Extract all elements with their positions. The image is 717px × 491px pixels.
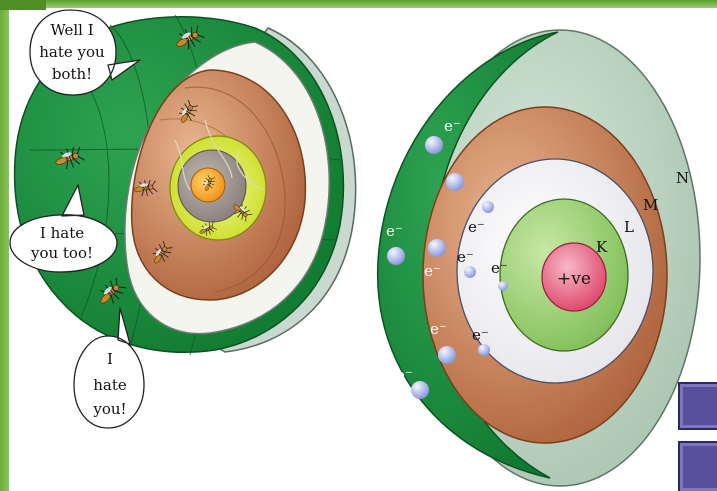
atom-diagram: [378, 30, 700, 486]
nav-button-lower[interactable]: [678, 441, 717, 491]
shell-label-m: M: [643, 196, 658, 214]
electron: [425, 136, 443, 154]
electron: [428, 239, 446, 257]
electron: [498, 281, 508, 291]
bubble-middle-line-1: I hate: [40, 224, 84, 242]
electron-label: e⁻: [472, 326, 489, 344]
bubble-top-line-1: Well I: [50, 21, 93, 39]
electron: [446, 173, 464, 191]
shell-label-l: L: [624, 218, 634, 236]
electron-label: e⁻: [424, 262, 441, 280]
electron-label: e⁻: [457, 248, 474, 266]
electron-label: e⁻: [386, 222, 403, 240]
electron: [411, 381, 429, 399]
electron-label: e⁻: [444, 117, 461, 135]
shell-label-k: K: [596, 238, 608, 256]
bubble-bottom-line-3: you!: [92, 400, 126, 418]
electron: [478, 344, 490, 356]
electron: [464, 266, 476, 278]
bubble-top-line-2: hate you: [39, 43, 105, 61]
bubble-bottom-line-2: hate: [93, 376, 127, 394]
bubble-bottom-line-1: I: [107, 350, 113, 368]
bubble-middle-line-2: you too!: [30, 244, 93, 262]
electron: [387, 247, 405, 265]
nucleus-label: +ve: [557, 269, 591, 289]
shell-label-n: N: [676, 169, 689, 187]
electron: [482, 201, 494, 213]
electron: [438, 346, 456, 364]
electron-label: e⁻: [430, 320, 447, 338]
nav-button-upper[interactable]: [678, 382, 717, 430]
electron-label: e⁻: [491, 259, 508, 277]
electron-label: e⁻: [468, 218, 485, 236]
electron-label: e⁻: [396, 366, 413, 384]
bubble-top-line-3: both!: [52, 65, 92, 83]
